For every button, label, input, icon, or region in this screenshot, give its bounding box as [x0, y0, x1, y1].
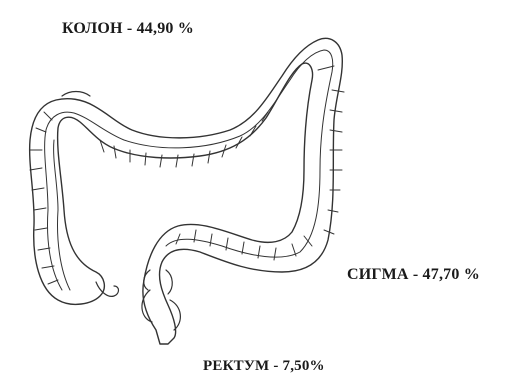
- colon-outer-wall: [30, 38, 343, 344]
- colon-inner-line-2: [54, 140, 70, 290]
- haustra-transverse: [100, 112, 268, 167]
- colon-inner-line: [45, 50, 333, 290]
- label-colon: КОЛОН - 44,90 %: [62, 20, 194, 38]
- haustra-ascending: [30, 112, 58, 284]
- haustra-descending: [318, 66, 344, 234]
- label-rectum: РЕКТУМ - 7,50%: [203, 358, 325, 375]
- ileum-stub: [62, 92, 90, 97]
- label-sigma: СИГМА - 47,70 %: [347, 266, 480, 284]
- appendix: [96, 282, 119, 296]
